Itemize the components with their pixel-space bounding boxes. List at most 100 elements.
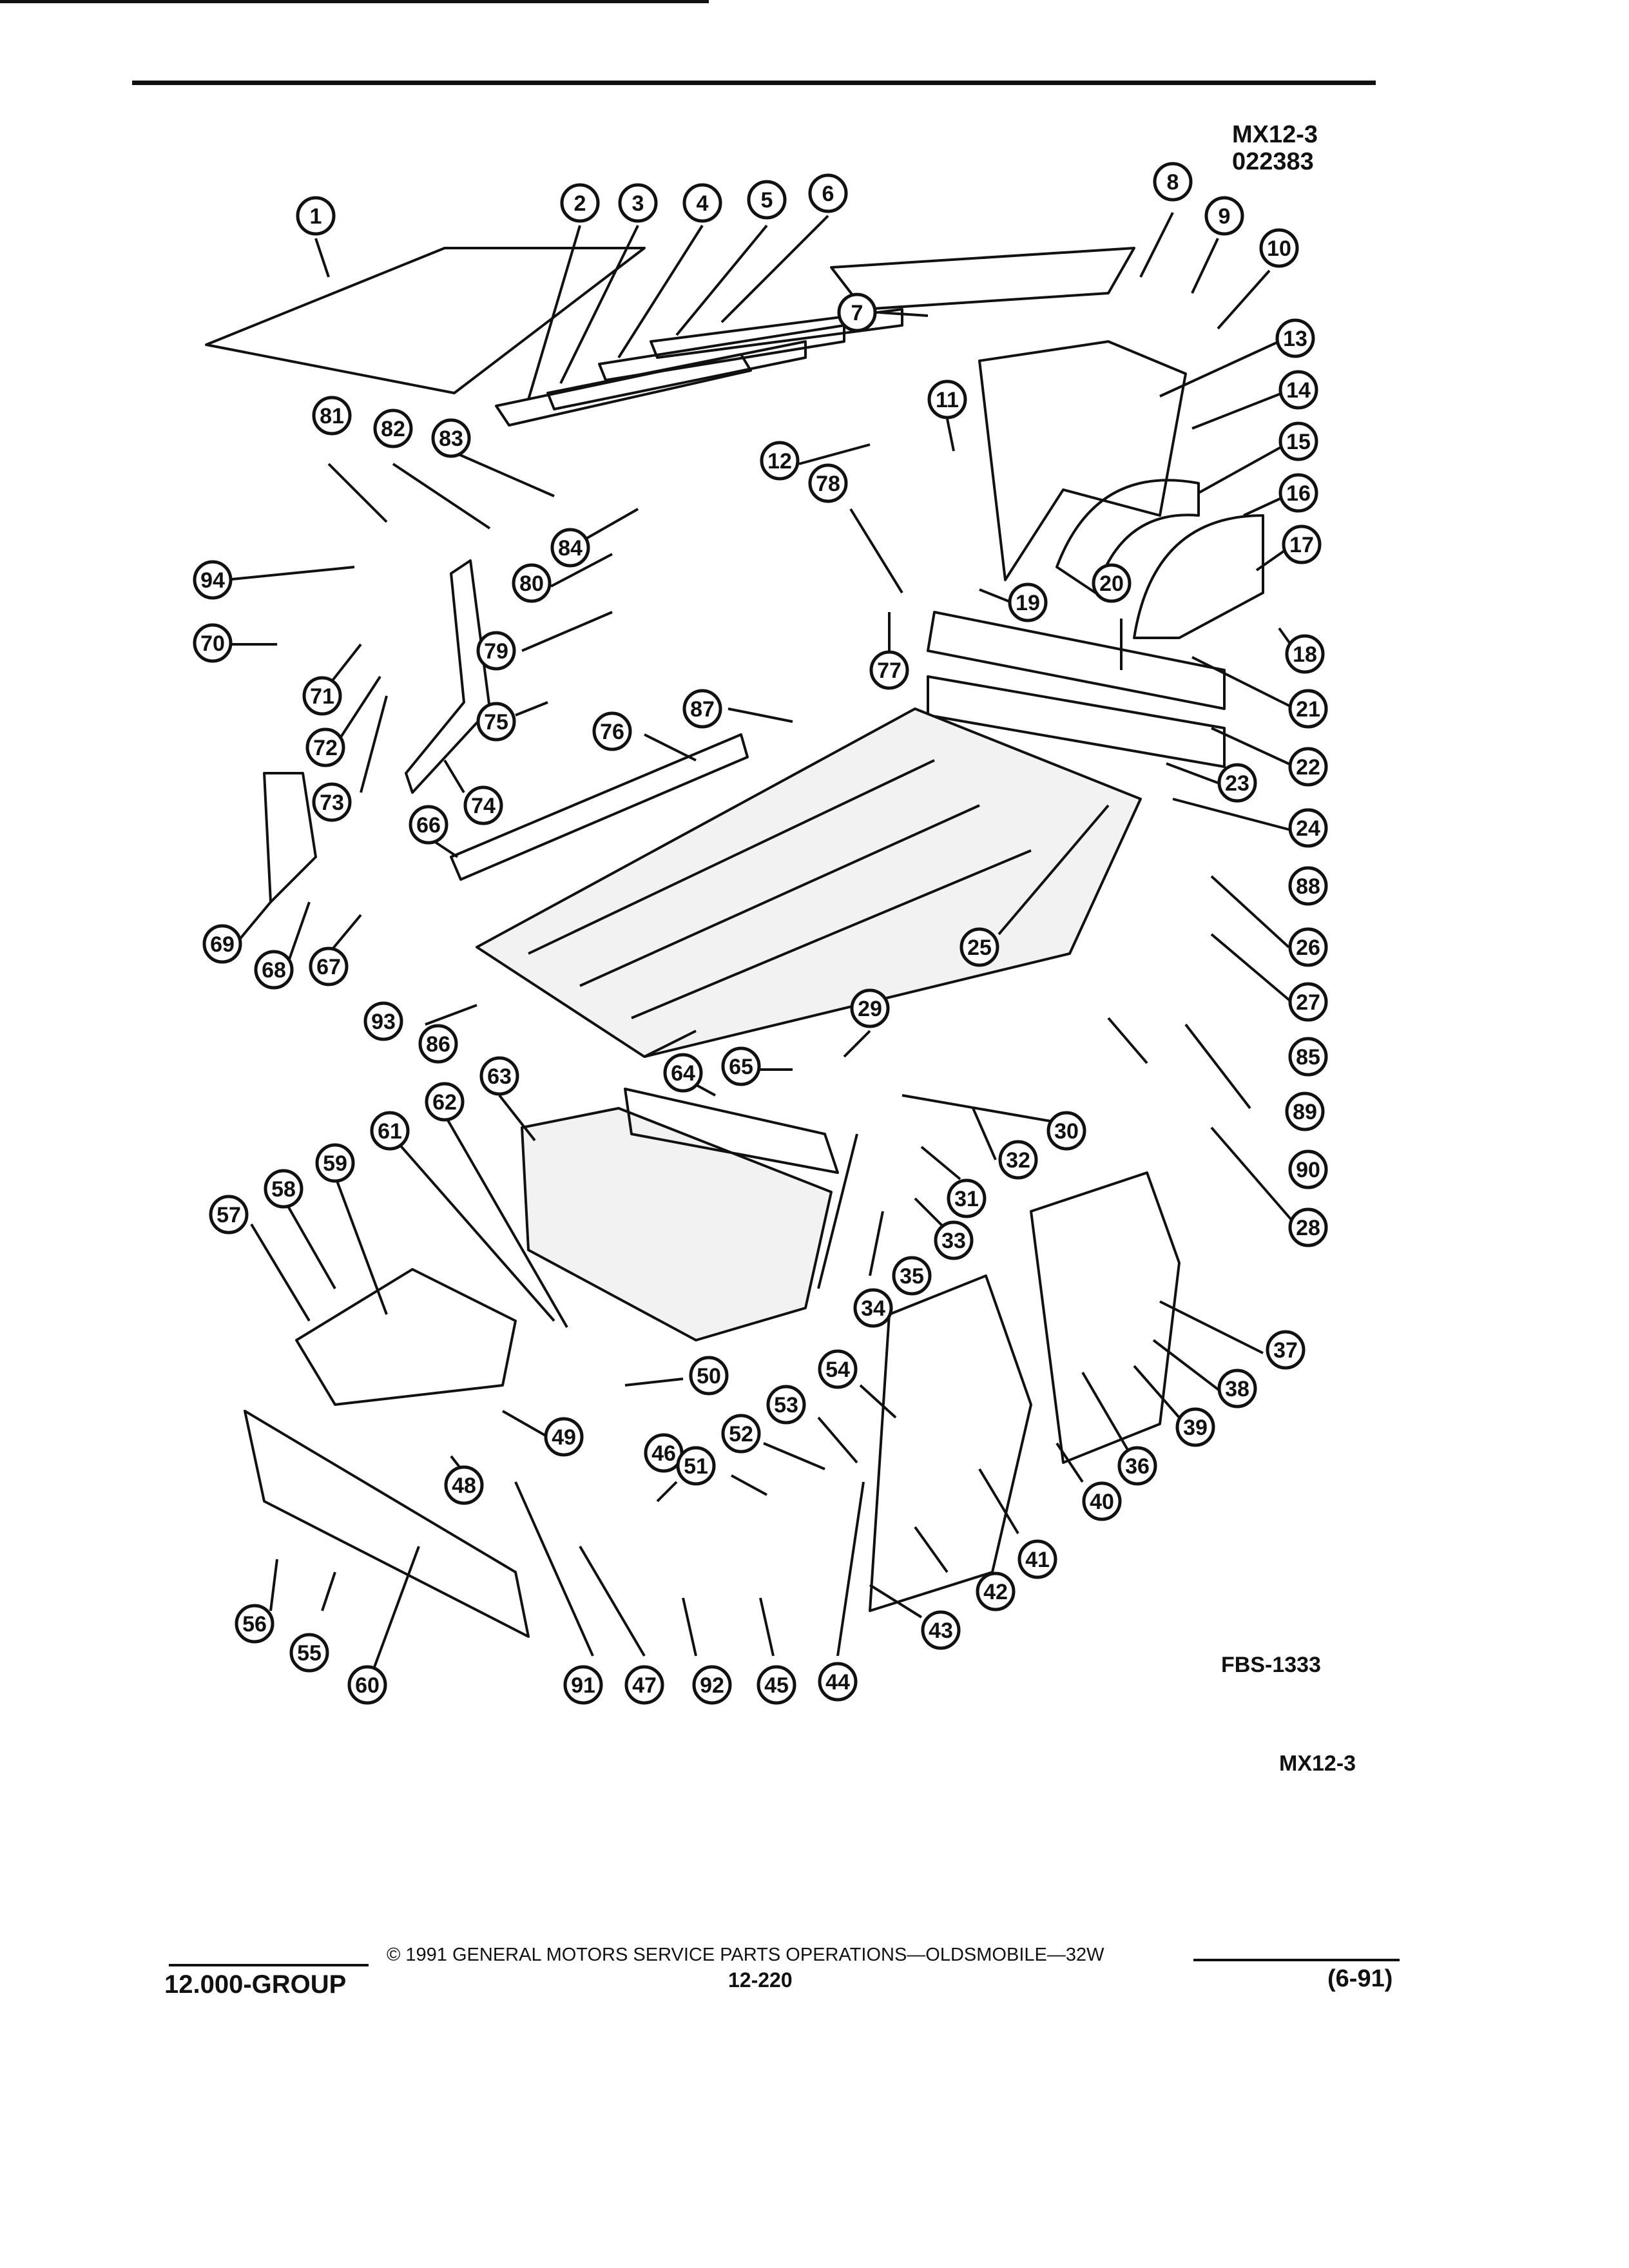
leader-line: [798, 443, 871, 465]
callout-label: 36: [1125, 1454, 1150, 1479]
footer-copyright: © 1991 GENERAL MOTORS SERVICE PARTS OPER…: [387, 1945, 1104, 1965]
callout-40: 40: [1082, 1481, 1122, 1521]
callout-31: 31: [947, 1178, 987, 1218]
callout-57: 57: [209, 1195, 249, 1235]
leader-line: [869, 1211, 884, 1276]
callout-label: 32: [1006, 1148, 1030, 1173]
pillar-shape: [263, 772, 317, 903]
callout-75: 75: [476, 702, 516, 742]
callout-82: 82: [373, 408, 413, 448]
callout-92: 92: [692, 1665, 732, 1705]
leader-line: [1081, 1371, 1129, 1451]
cowl-shape: [624, 1088, 839, 1174]
leader-line: [978, 1468, 1019, 1535]
callout-label: 3: [632, 191, 644, 216]
floor-pan-rib: [528, 759, 1032, 1019]
leader-line: [1055, 1442, 1084, 1483]
callout-label: 1: [310, 204, 322, 229]
callout-52: 52: [721, 1414, 761, 1454]
leader-line: [1191, 392, 1283, 430]
callout-label: 84: [558, 536, 583, 561]
callout-circle: [624, 1665, 664, 1705]
callout-62: 62: [425, 1082, 465, 1122]
leader-line: [720, 215, 829, 323]
leader-line: [817, 1416, 858, 1464]
callout-circle: [309, 947, 349, 986]
leader-line: [1152, 1339, 1222, 1393]
callout-label: 76: [600, 720, 624, 744]
callout-label: 75: [484, 710, 508, 735]
leader-line: [836, 1481, 865, 1657]
leader-line: [1139, 212, 1174, 278]
callout-circle: [837, 293, 877, 332]
leader-line: [1133, 1365, 1181, 1419]
leader-line: [656, 1481, 678, 1503]
callout-circle: [927, 380, 967, 419]
callout-76: 76: [592, 711, 632, 751]
callout-60: 60: [347, 1665, 387, 1705]
callout-circle: [721, 1414, 761, 1454]
pillar-shape: [405, 559, 491, 794]
callout-label: 82: [381, 417, 405, 441]
callout-label: 20: [1099, 572, 1124, 596]
callout-86: 86: [418, 1024, 458, 1064]
leader-line: [450, 450, 555, 497]
callout-26: 26: [1288, 927, 1328, 967]
leader-line: [337, 675, 381, 742]
callout-circle: [1153, 162, 1193, 202]
callout-23: 23: [1217, 763, 1257, 803]
leader-line: [1198, 443, 1286, 494]
callout-label: 93: [371, 1010, 396, 1034]
callout-circle: [560, 183, 600, 223]
callout-50: 50: [689, 1356, 729, 1396]
leader-line: [550, 553, 613, 588]
leader-line: [559, 225, 639, 384]
callout-label: 94: [200, 568, 225, 593]
callout-circle: [1278, 421, 1318, 461]
callout-87: 87: [682, 689, 722, 729]
callout-circle: [312, 396, 352, 436]
wheelhouse-shape: [1133, 514, 1264, 639]
callout-circle: [1288, 927, 1328, 967]
leader-line: [849, 508, 903, 594]
callout-circle: [853, 1288, 893, 1328]
leader-line: [1243, 495, 1286, 517]
callout-label: 16: [1286, 481, 1311, 506]
figure-ref: MX12-3: [1279, 1751, 1356, 1776]
callout-11: 11: [927, 380, 967, 419]
leader-line: [1159, 340, 1280, 398]
callout-label: 21: [1296, 697, 1320, 722]
callout-label: 23: [1225, 771, 1249, 796]
callout-label: 48: [452, 1474, 476, 1498]
callout-label: 58: [271, 1177, 296, 1202]
leader-line: [498, 1094, 536, 1142]
callout-label: 72: [313, 736, 338, 760]
callout-12: 12: [760, 441, 800, 481]
leader-line: [914, 1526, 949, 1573]
callout-label: 85: [1296, 1045, 1320, 1070]
callout-circle: [1288, 689, 1328, 729]
roof-bow-shape: [598, 324, 845, 381]
callout-label: 44: [825, 1670, 850, 1695]
callout-71: 71: [302, 676, 342, 716]
leader-line: [527, 225, 581, 400]
leader-line: [237, 901, 272, 942]
callout-label: 12: [767, 449, 792, 474]
leader-line: [392, 463, 491, 530]
leader-line: [443, 1114, 568, 1328]
callout-8: 8: [1153, 162, 1193, 202]
callout-circle: [892, 1256, 932, 1296]
leader-line: [869, 1584, 923, 1619]
callout-circle: [592, 711, 632, 751]
roof-bow-shape: [495, 353, 752, 427]
leader-line: [327, 463, 388, 523]
figure-id: FBS-1333: [1221, 1653, 1321, 1677]
callout-88: 88: [1288, 866, 1328, 906]
callout-label: 35: [900, 1264, 924, 1289]
callout-label: 43: [929, 1619, 953, 1643]
callout-94: 94: [193, 560, 233, 600]
leader-line: [502, 1410, 548, 1438]
callout-label: 24: [1296, 816, 1320, 841]
leader-line: [1210, 1126, 1296, 1225]
top-rule-upper: [0, 0, 709, 3]
